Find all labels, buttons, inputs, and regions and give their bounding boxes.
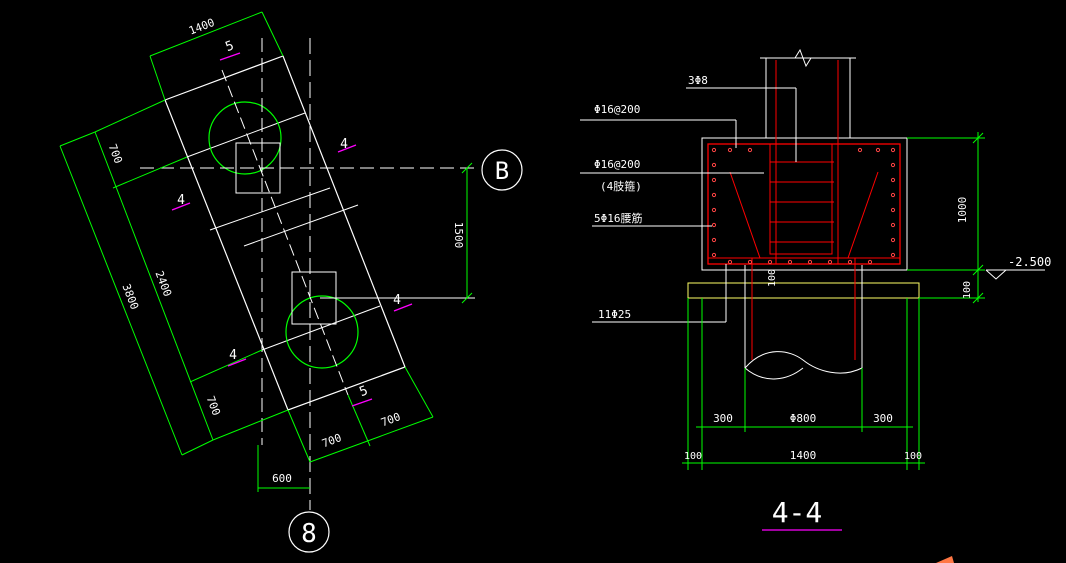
dim-100-l-label: 100: [684, 451, 702, 462]
dim-tick: [972, 264, 984, 276]
blinding-layer: [687, 282, 920, 299]
dim-tick: [461, 162, 473, 174]
cut-mark: [393, 303, 413, 312]
dim-1400-label: 1400: [187, 16, 216, 38]
axis-label-b: B: [495, 157, 509, 185]
label-phi16-200-b: Φ16@200: [594, 158, 640, 171]
cut-5-a-label: 5: [223, 38, 236, 55]
cap-centerline: [221, 69, 349, 396]
dim-100-r-label: 100: [904, 451, 922, 462]
pile-circle-top: [208, 101, 282, 175]
pile-break: [744, 367, 804, 380]
dim-ext: [212, 409, 289, 441]
label-4legs: (4肢箍): [600, 179, 642, 193]
label-5phi16: 5Φ16腰筋: [594, 211, 643, 225]
axis-bubble-b: [481, 149, 523, 191]
dim-100-a-label: 100: [767, 269, 778, 287]
plan-view: B 8 1500 1400 700 2400 3800 700 700 700: [59, 11, 523, 553]
label-phi16-200-a: Φ16@200: [594, 103, 640, 116]
dim-700-c-label: 700: [320, 431, 343, 450]
dim-3800-label: 3800: [119, 282, 141, 311]
cut-4-b-label: 4: [177, 193, 185, 208]
pile-circle-bottom: [285, 295, 359, 369]
cap-inner-line: [243, 204, 359, 247]
cut-5-b-label: 5: [357, 383, 370, 400]
label-3phi8: 3Φ8: [688, 74, 708, 87]
dim-tick: [972, 132, 984, 144]
dim-700-a-label: 700: [106, 142, 125, 165]
dim-600-label: 600: [272, 472, 292, 485]
elevation-symbol: [985, 269, 1007, 280]
cut-4-d-label: 4: [229, 348, 237, 363]
break-symbol: [794, 48, 812, 68]
section-title: 4-4: [772, 496, 823, 529]
cut-4-c-label: 4: [393, 293, 401, 308]
dim-tick: [972, 292, 984, 304]
dim-ext: [347, 394, 371, 447]
dim-2400-label: 2400: [152, 269, 174, 298]
cut-mark: [227, 358, 247, 367]
dim-ext: [112, 156, 188, 189]
dim-300-l-label: 300: [713, 412, 733, 425]
dim-700-b-label: 700: [204, 394, 223, 417]
column-outline: [765, 57, 851, 138]
elevation-label: -2.500: [1008, 255, 1051, 269]
dim-100-b-label: 100: [962, 281, 973, 299]
dim-1400-label: 1400: [790, 449, 817, 462]
cut-mark: [219, 52, 241, 61]
dim-tick: [461, 292, 473, 304]
dim-300-r-label: 300: [873, 412, 893, 425]
cap-inner-line: [186, 112, 306, 158]
label-11phi25: 11Φ25: [598, 308, 631, 321]
pile-break: [744, 351, 863, 374]
dim-line-bottom: [309, 416, 434, 463]
dim-ext: [287, 409, 311, 463]
dim-phi800-label: Φ800: [790, 412, 817, 425]
rebar-dots: [711, 147, 896, 265]
axis-label-8: 8: [301, 519, 317, 549]
cut-mark: [171, 202, 191, 211]
section-view: 3Φ8 Φ16@200 Φ16@200 (4肢箍) 5Φ16腰筋 11Φ25 1…: [580, 48, 1051, 531]
dim-700-d-label: 700: [379, 410, 402, 429]
dim-ext: [181, 439, 214, 456]
rebar-diag: [847, 171, 879, 259]
cut-mark: [351, 398, 373, 407]
dim-ext: [261, 11, 284, 57]
dim-ext: [94, 99, 166, 133]
cap-inner-line: [209, 187, 331, 231]
dim-1500-label: 1500: [452, 222, 465, 249]
dim-line-1400: [149, 11, 263, 57]
dim-ext: [59, 131, 96, 147]
cap-inner-line: [261, 305, 381, 351]
dim-line-2400: [94, 131, 214, 441]
dim-ext: [149, 55, 166, 101]
column-rebar: [769, 143, 833, 255]
cut-4-a-label: 4: [340, 137, 348, 152]
dim-ext: [404, 366, 434, 418]
cut-mark: [337, 144, 357, 153]
pile-cap-section: [701, 137, 908, 271]
rebar-diag: [729, 171, 761, 259]
dim-line-3800: [59, 145, 183, 456]
axis-bubble-8: [288, 511, 330, 553]
dim-ext: [189, 349, 263, 383]
corner-marker: [936, 556, 954, 563]
dim-1000-label: 1000: [956, 197, 969, 224]
